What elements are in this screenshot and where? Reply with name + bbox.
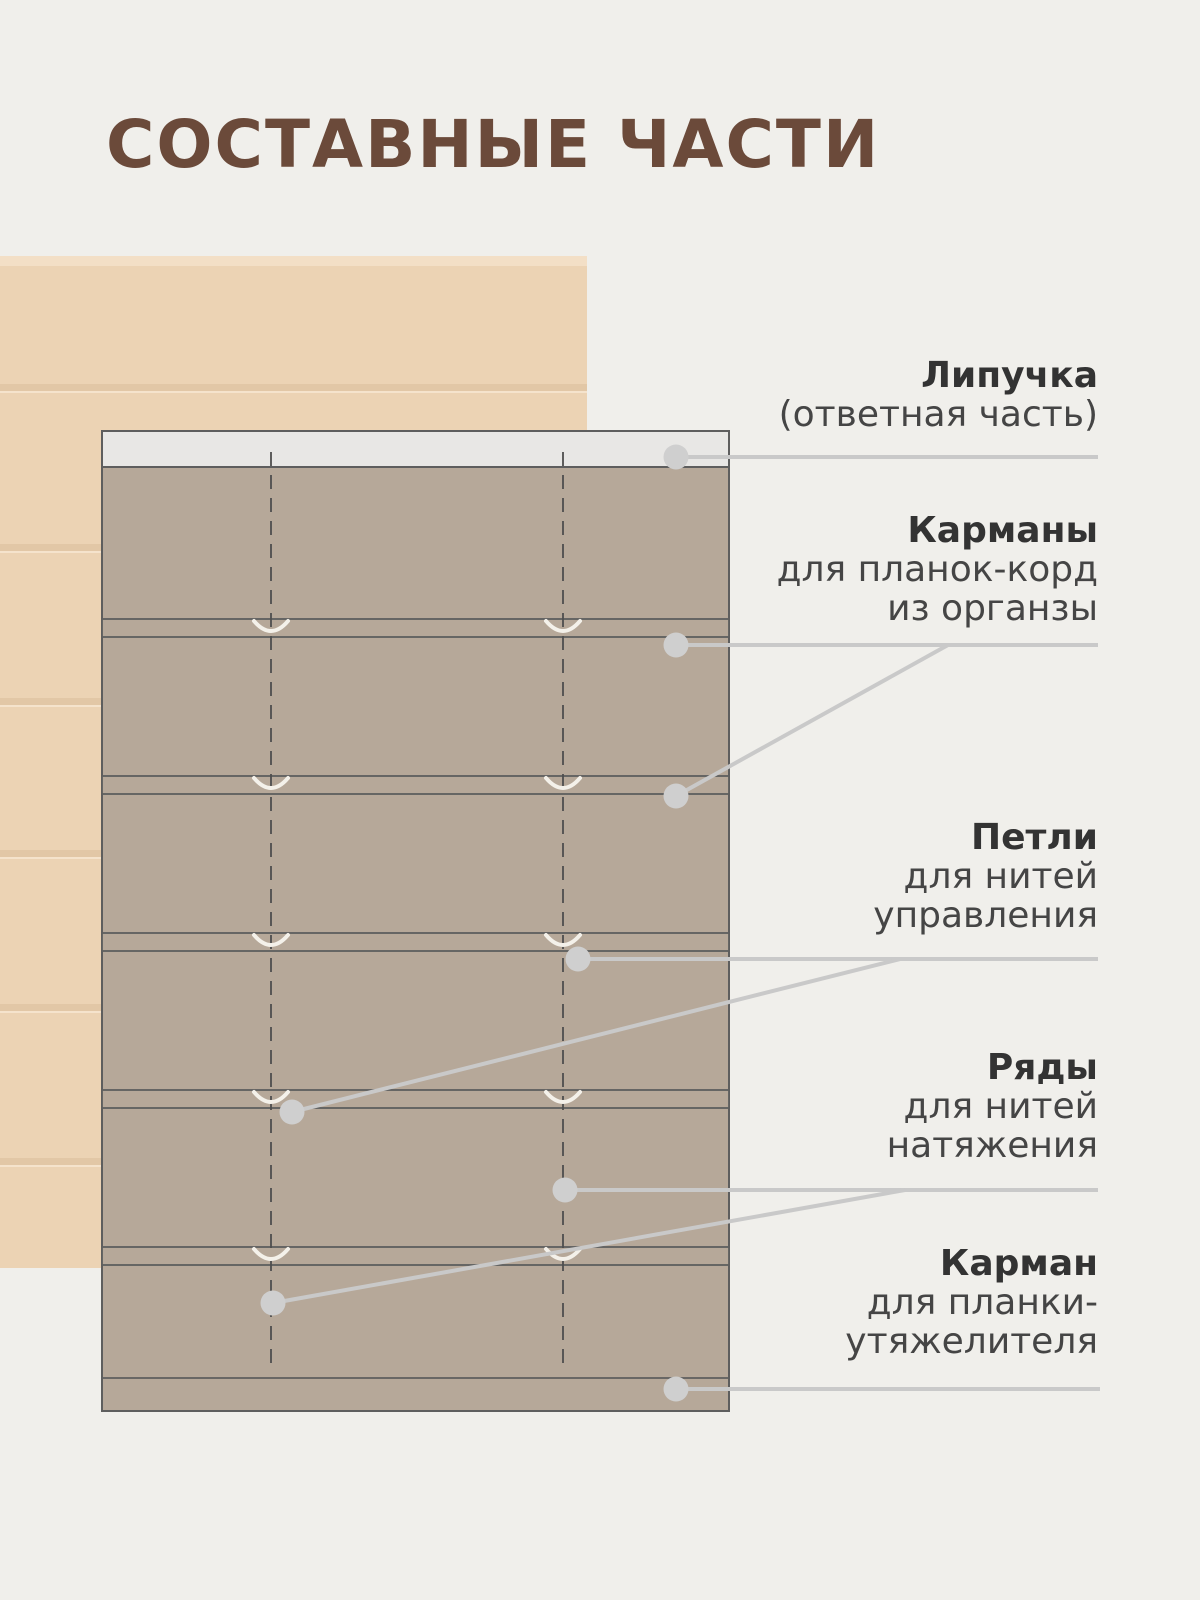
pocket-band-4 bbox=[101, 1089, 730, 1109]
leader-marker-8 bbox=[663, 1376, 689, 1402]
pocket-band-3 bbox=[101, 932, 730, 952]
loop bbox=[252, 1090, 290, 1104]
velcro-strip bbox=[101, 430, 730, 468]
pocket-band-2 bbox=[101, 775, 730, 795]
label-velcro: Липучка(ответная часть) bbox=[779, 356, 1098, 434]
label-subtitle: (ответная часть) bbox=[778, 394, 1098, 435]
leader-marker-2 bbox=[663, 632, 689, 658]
leader-marker-4 bbox=[565, 946, 591, 972]
label-subtitle: для нитей bbox=[903, 1086, 1098, 1127]
label-subtitle: для нитей bbox=[903, 856, 1098, 897]
label-title: Липучка bbox=[921, 355, 1098, 396]
photo-fold-1 bbox=[0, 384, 587, 392]
leader-marker-6 bbox=[552, 1177, 578, 1203]
label-subtitle: из органзы bbox=[887, 588, 1098, 629]
leader-marker-1 bbox=[663, 444, 689, 470]
leader-marker-5 bbox=[279, 1099, 305, 1125]
label-title: Петли bbox=[970, 817, 1098, 858]
blind-scheme bbox=[101, 430, 730, 1412]
leader-lines bbox=[260, 444, 1100, 1402]
label-title: Карман bbox=[939, 1243, 1098, 1284]
loop bbox=[252, 619, 290, 633]
leader-marker-3 bbox=[663, 783, 689, 809]
loop bbox=[252, 933, 290, 947]
label-subtitle: для планок-корд bbox=[776, 549, 1098, 590]
loop bbox=[252, 1247, 290, 1261]
leader-line-7 bbox=[272, 1188, 906, 1305]
loop bbox=[252, 776, 290, 790]
label-subtitle: натяжения bbox=[886, 1125, 1098, 1166]
leader-marker-7 bbox=[260, 1290, 286, 1316]
label-title: Карманы bbox=[907, 510, 1098, 551]
loop bbox=[544, 776, 582, 790]
leader-line-3 bbox=[675, 643, 949, 798]
label-title: Ряды bbox=[986, 1047, 1098, 1088]
loop bbox=[544, 619, 582, 633]
page-title: СОСТАВНЫЕ ЧАСТИ bbox=[106, 106, 881, 183]
label-subtitle: утяжелителя bbox=[845, 1321, 1098, 1362]
label-subtitle: для планки- bbox=[866, 1282, 1098, 1323]
loop bbox=[544, 1090, 582, 1104]
pocket-band-5 bbox=[101, 1246, 730, 1266]
pocket-band-1 bbox=[101, 618, 730, 638]
label-subtitle: управления bbox=[873, 895, 1098, 936]
leader-line-5 bbox=[291, 957, 901, 1114]
loop bbox=[544, 933, 582, 947]
